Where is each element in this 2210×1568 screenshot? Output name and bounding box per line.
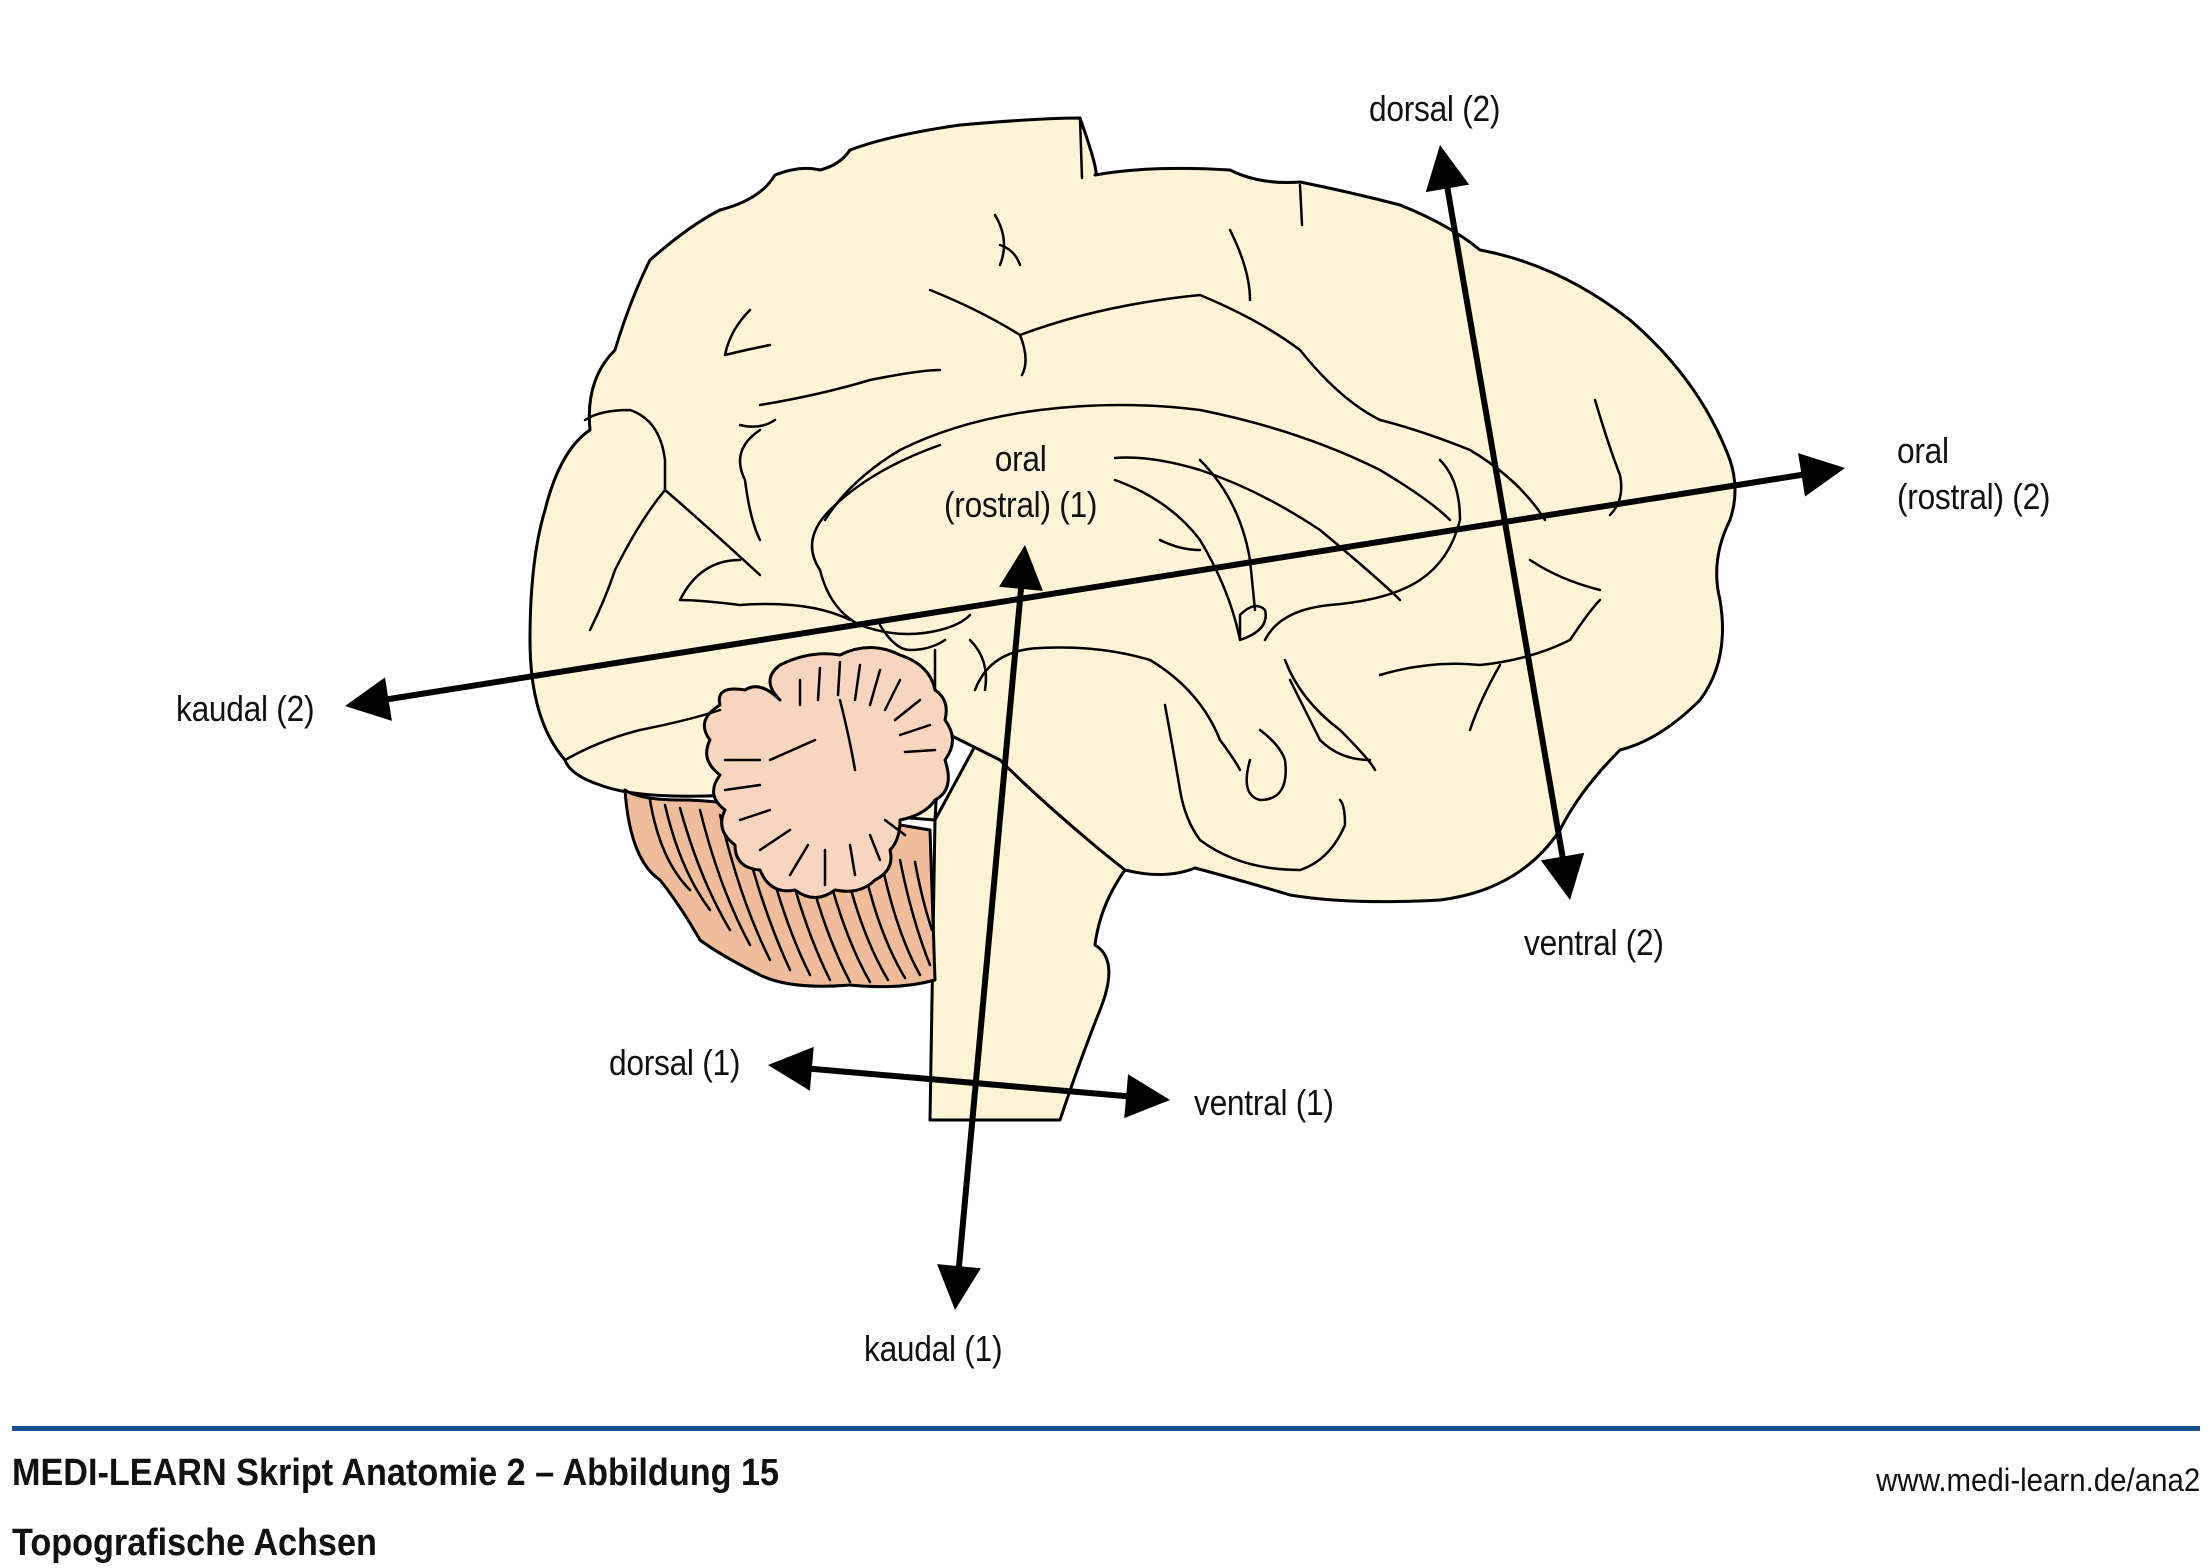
- axis-rostral-kaudal-1-arrowhead-end: [937, 1264, 981, 1310]
- footer-divider: [12, 1426, 2200, 1431]
- axis-dorsal-ventral-1-arrowhead-start: [768, 1046, 814, 1091]
- label-oral-rostral-1: oral (rostral) (1): [944, 438, 1098, 525]
- label-dorsal-2: dorsal (2): [1369, 88, 1501, 129]
- axis-dorsal-ventral-1-arrowhead-end: [1124, 1074, 1170, 1119]
- label-kaudal-2: kaudal (2): [176, 688, 315, 729]
- axis-rostral-kaudal-1-arrowhead-start: [999, 545, 1043, 591]
- figure-title: MEDI-LEARN Skript Anatomie 2 – Abbildung…: [12, 1452, 780, 1494]
- axis-rostral-kaudal-2-arrowhead-end: [345, 677, 392, 721]
- axes-layer: [345, 145, 1845, 1310]
- cerebellum: [702, 646, 954, 899]
- cerebrum: [528, 116, 1737, 904]
- brain-illustration: [528, 116, 1737, 1122]
- label-ventral-1: ventral (1): [1194, 1082, 1334, 1123]
- label-oral-rostral-2: oral (rostral) (2): [1897, 430, 2051, 517]
- axis-dorsal-ventral-1-line: [807, 1065, 1131, 1100]
- cerebellum-sulci: [723, 660, 937, 887]
- axis-dorsal-ventral-2-arrowhead-end: [1540, 852, 1585, 900]
- label-kaudal-1: kaudal (1): [864, 1328, 1003, 1369]
- cerebral-sulci: [563, 116, 1623, 872]
- label-dorsal-1: dorsal (1): [609, 1042, 741, 1083]
- axis-rostral-kaudal-1-line: [955, 584, 1025, 1271]
- figure-subtitle: Topografische Achsen: [12, 1522, 377, 1564]
- source-url[interactable]: www.medi-learn.de/ana2: [1875, 1462, 2200, 1498]
- axis-rostral-kaudal-2-line: [384, 471, 1806, 703]
- label-ventral-2: ventral (2): [1524, 922, 1664, 963]
- axis-rostral-kaudal-2-arrowhead-start: [1798, 453, 1845, 497]
- brain-axes-diagram: [345, 116, 1845, 1310]
- axis-dorsal-ventral-2-arrowhead-start: [1425, 145, 1470, 193]
